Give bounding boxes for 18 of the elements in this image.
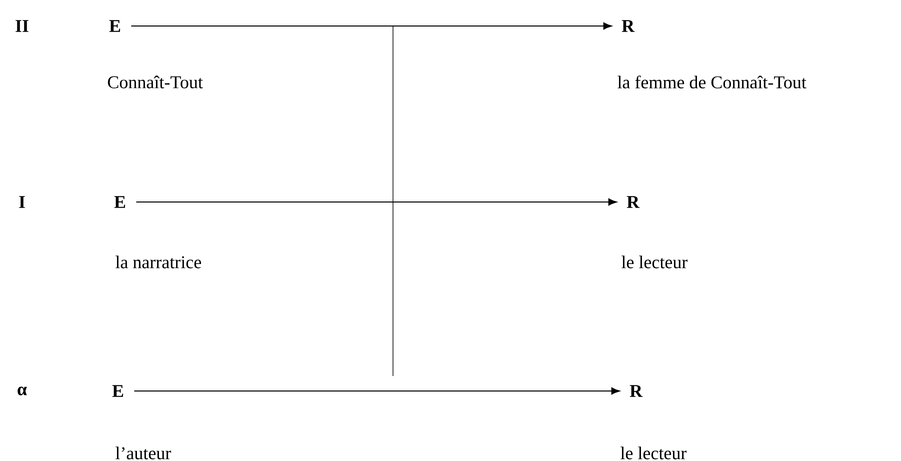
role-name: le lecteur [620,446,687,460]
arrow [134,387,620,395]
role-name: la narratrice [116,256,202,268]
role-name: Connaît-Tout [108,76,203,88]
role-name: l’auteur [116,446,172,460]
level-label: II [16,20,28,32]
arrow [136,198,617,206]
role-letter: E [114,196,126,208]
arrow [130,22,612,30]
role-letter: E [109,20,120,32]
level-label: α [18,386,27,396]
role-letter: R [630,385,643,397]
role-letter: R [622,20,635,32]
role-letter: R [626,196,640,208]
role-name: le lecteur [622,256,688,268]
role-letter: E [112,385,124,397]
level-label: I [19,196,25,208]
role-name: la femme de Connaît-Tout [618,76,806,88]
